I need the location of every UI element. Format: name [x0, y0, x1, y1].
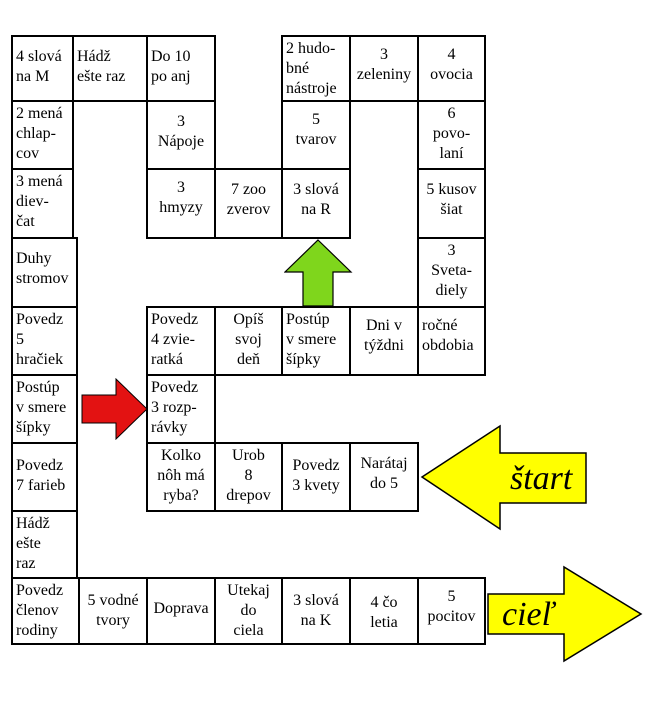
board-cell: 3 mená diev- čat [11, 168, 74, 239]
board-cell: Urob 8 drepov [214, 442, 283, 512]
start-label: štart [510, 460, 574, 497]
board-cell: ročné obdobia [417, 306, 486, 376]
board-cell: 3 hmyzy [146, 168, 216, 239]
board-cell: Narátaj do 5 [349, 442, 419, 512]
board-cell: Postúp v smere šípky [11, 374, 78, 444]
board-cell: 5 tvarov [281, 100, 351, 170]
board-cell: Opíš svoj deň [214, 306, 283, 376]
board-cell: 5 kusov šiat [417, 168, 486, 239]
board-cell: 3 slová na K [281, 577, 351, 645]
board-cell: 3 slová na R [281, 168, 351, 239]
board-cell: 4 ovocia [417, 35, 486, 102]
finish-label: cieľ [502, 596, 557, 633]
board-cell: Kolko nôh má ryba? [146, 442, 216, 512]
board-cell: Do 10 po anj [146, 35, 216, 102]
board-cell: 4 slová na M [11, 35, 74, 102]
board-cell: 6 povo- laní [417, 100, 486, 170]
board-cell: Doprava [146, 577, 216, 645]
right-arrow-icon [81, 378, 148, 440]
board-cell: Hádž ešte raz [72, 35, 148, 102]
up-arrow-icon [284, 239, 353, 307]
board-cell: Povedz 7 farieb [11, 442, 78, 512]
board-cell: 7 zoo zverov [214, 168, 283, 239]
board-cell: Povedz 4 zvie- ratká [146, 306, 216, 376]
board-cell: Hádž ešte raz [11, 510, 78, 579]
board-cell: 2 hudo- bné nástroje [281, 35, 351, 102]
board-cell: 5 vodné tvory [78, 577, 148, 645]
board-cell: Povedz 5 hračiek [11, 306, 78, 376]
board-cell: 3 zeleniny [349, 35, 419, 102]
board-cell: Utekaj do ciela [214, 577, 283, 645]
finish-arrow-icon: cieľ [487, 565, 643, 663]
board-cell: Povedz 3 rozp- rávky [146, 374, 216, 444]
start-arrow-icon: štart [420, 424, 587, 531]
board-cell: Duhy stromov [11, 237, 78, 308]
board-cell: 5 pocitov [417, 577, 486, 645]
board-cell: Povedz 3 kvety [281, 442, 351, 512]
board-cell: Postúp v smere šípky [281, 306, 351, 376]
board-cell: 3 Nápoje [146, 100, 216, 170]
board-cell: Povedz členov rodiny [11, 577, 80, 645]
board-cell: 3 Sveta- diely [417, 237, 486, 308]
board-cell: Dni v týždni [349, 306, 419, 376]
board-cell: 2 mená chlap- cov [11, 100, 74, 170]
board-cell: 4 čo letia [349, 577, 419, 645]
